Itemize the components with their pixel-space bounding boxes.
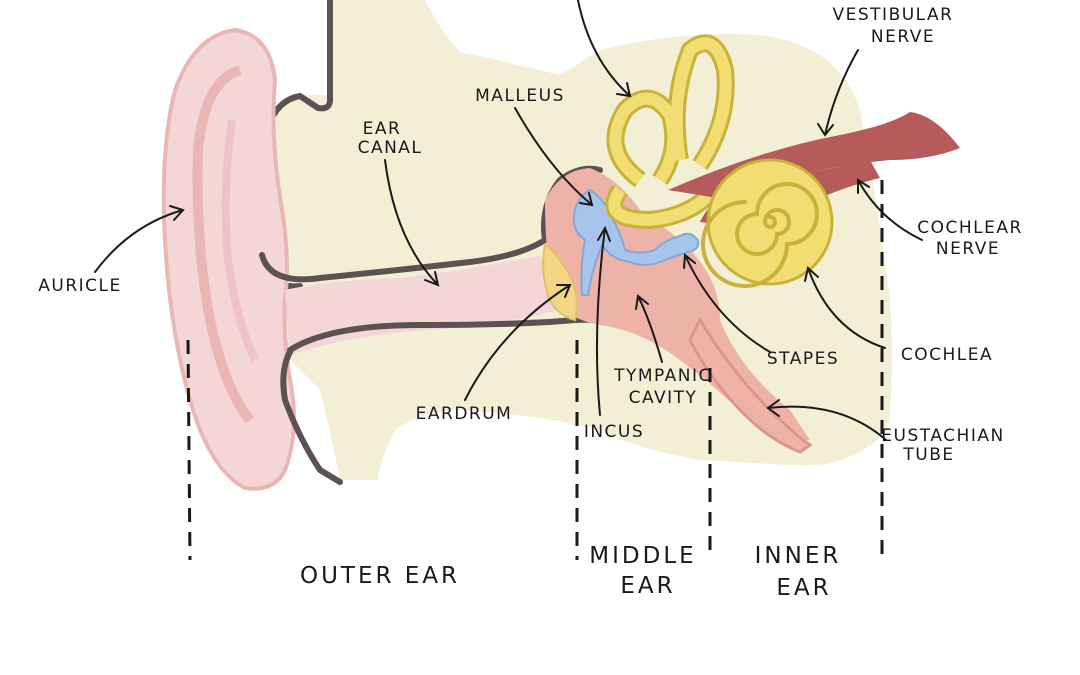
cochlea-shape xyxy=(701,158,834,288)
section-inner-ear-line1: INNER xyxy=(755,543,842,569)
section-middle-ear-line2: EAR xyxy=(620,573,675,599)
stapes-pointer xyxy=(683,253,771,353)
vestibular-nerve-pointer xyxy=(817,49,859,137)
malleus-pointer xyxy=(514,107,594,207)
eardrum-pointer xyxy=(464,284,572,401)
eustachian-tube-shape xyxy=(688,316,813,454)
eardrum-shape xyxy=(542,243,578,322)
label-auricle: AURICLE xyxy=(38,276,121,296)
label-eustachian-tube-line1: EUSTACHIAN xyxy=(881,426,1004,446)
top-pointer xyxy=(577,0,632,98)
eustachian-tube-pointer xyxy=(766,399,887,441)
section-inner-ear-line2: EAR xyxy=(776,575,831,601)
incus-pointer xyxy=(595,225,611,416)
semicircular-canals-fill xyxy=(608,37,732,227)
ossicles-shape xyxy=(572,188,700,296)
divider-outer-left xyxy=(186,339,192,561)
label-malleus: MALLEUS xyxy=(475,86,565,106)
label-tympanic-cavity-line2: CAVITY xyxy=(629,388,698,408)
label-incus: INCUS xyxy=(584,422,644,442)
cochlear-nerve-pointer xyxy=(857,178,923,241)
section-middle-ear-line1: MIDDLE xyxy=(589,543,696,569)
ear-canal-pointer xyxy=(384,159,440,287)
label-tympanic-cavity-line1: TYMPANIC xyxy=(613,366,712,386)
label-cochlear-nerve-line2: NERVE xyxy=(936,239,1000,259)
auricle-fold-inner xyxy=(221,119,259,362)
auricle-pointer xyxy=(94,205,185,273)
label-eardrum: EARDRUM xyxy=(416,404,513,424)
lower-head-outline xyxy=(280,349,343,485)
label-stapes: STAPES xyxy=(767,349,839,369)
cochlea-pointer xyxy=(804,266,886,349)
label-cochlear-nerve-line1: COCHLEAR xyxy=(917,218,1023,238)
label-cochlea: COCHLEA xyxy=(901,345,993,365)
auricle-fold xyxy=(192,65,254,424)
label-ear-canal-line1: EAR xyxy=(363,119,402,139)
label-vestibular-nerve-line1: VESTIBULAR xyxy=(833,5,954,25)
label-eustachian-tube-line2: TUBE xyxy=(902,445,954,465)
label-vestibular-nerve-line2: NERVE xyxy=(871,27,935,47)
section-outer-ear: OUTER EAR xyxy=(300,563,460,589)
label-ear-canal-line2: CANAL xyxy=(358,138,423,158)
tympanic-cavity-pointer xyxy=(635,294,663,363)
